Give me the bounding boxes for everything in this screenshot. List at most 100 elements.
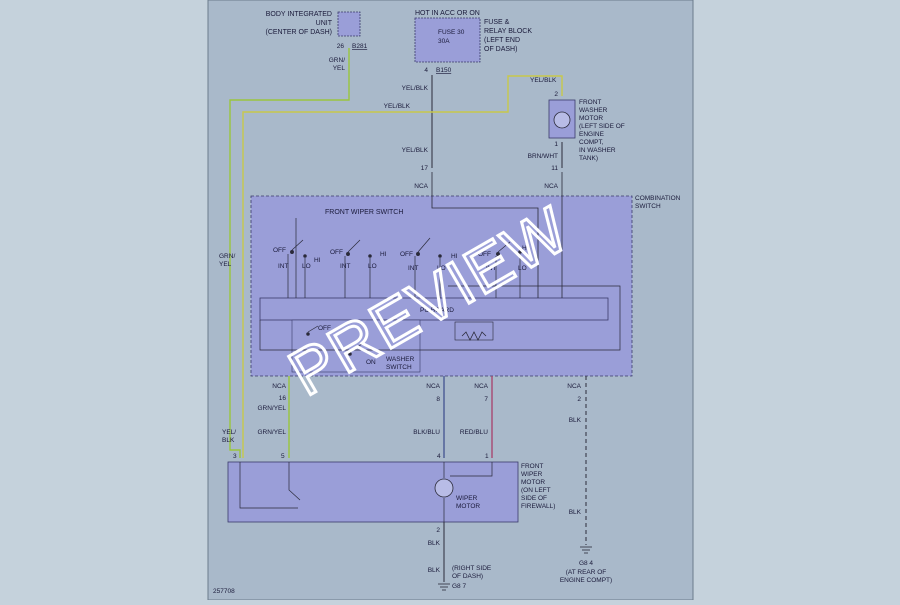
ground-right-desc-2: OF DASH) [452,573,483,580]
wire-grn-yel-2: GRN/YEL [257,429,286,436]
switch-contacts [287,237,522,298]
wiper-motor-internal [239,462,493,522]
connector-b281: B281 [352,43,368,50]
wire-yel-blk-washer [432,75,563,113]
wire-blk-2: BLK [569,509,582,516]
pos-int-1: INT [278,263,289,270]
pos-lo-2: LO [368,263,377,270]
pos-off-3: OFF [400,251,413,258]
wiper-motor-label-5: SIDE OF [521,495,547,502]
pin-3: 3 [233,453,237,460]
pin-5: 5 [281,453,285,460]
washer-label-8: TANK) [579,155,598,162]
pos-off-4: OFF [478,251,491,258]
pin-26: 26 [337,43,345,50]
wiper-motor-label-3: MOTOR [521,479,545,486]
nca-7: NCA [474,383,488,390]
washer-label-7: IN WASHER [579,147,616,154]
wire-yel-blk-1: YEL/BLK [402,85,429,92]
fuse-30-label: FUSE 30 [438,29,465,36]
biu-label-3: (CENTER OF DASH) [266,29,333,36]
washer-label-6: COMPT, [579,139,604,146]
combination-switch-label-2: SWITCH [635,203,661,210]
ground-left-desc-2: ENGINE COMPT) [560,577,612,584]
wiper-motor-label-1: FRONT [521,463,543,470]
fuse-block-label-3: (LEFT END [484,37,520,44]
pos-lo-1: LO [302,263,311,270]
washer-motor-symbol [553,111,571,129]
wiper-motor-label-2: WIPER [521,471,543,478]
pos-lo-4: LO [518,265,527,272]
ground-left-desc-1: (AT REAR OF [566,569,607,576]
washer-label-3: MOTOR [579,115,603,122]
pin-1-washer: 1 [554,141,558,148]
wiper-motor-label-4: (ON LEFT [521,487,551,494]
nca-16: NCA [272,383,286,390]
nca-8: NCA [426,383,440,390]
washer-switch-label-2: SWITCH [386,364,412,371]
wire-grn-slash: GRN/ [329,57,345,64]
biu-label-1: BODY INTEGRATED [266,11,332,18]
wire-yel-blk-3: YEL/BLK [530,77,557,84]
pos-lo-3: LO [437,265,446,272]
pos-hi-3: HI [451,253,458,260]
pin-11: 11 [551,165,558,172]
pos-int-2: INT [340,263,351,270]
pos-off-2: OFF [330,249,343,256]
wire-blk-left: BLK [222,437,235,444]
fuse-relay-block-box [414,17,481,63]
body-integrated-unit-box [337,11,361,37]
fuse-block-label-4: OF DASH) [484,46,517,53]
wire-blk-3: BLK [428,540,441,547]
pin-7: 7 [484,396,488,403]
pin-1-motor: 1 [485,453,489,460]
pin-16: 16 [279,395,287,402]
pos-washer-on: ON [366,359,376,366]
pc-board-label: PC BOARD [420,307,454,314]
pin-2-switch: 2 [577,396,581,403]
wire-grn-slash-left: GRN/ [219,253,235,260]
pos-off-1: OFF [273,247,286,254]
pos-hi-1: HI [314,257,321,264]
fuse-amp-label: 30A [438,38,450,45]
wire-blk-blu: BLK/BLU [413,429,440,436]
front-wiper-motor-box [227,461,519,523]
fuse-hot-label: HOT IN ACC OR ON [415,10,480,17]
pos-int-4: INT [486,265,497,272]
nca-11: NCA [544,183,558,190]
wire-brn-wht: BRN/WHT [528,153,558,160]
wiper-motor-symbol [434,478,454,498]
washer-switch-label-1: WASHER [386,356,415,363]
resistor-box [454,321,494,341]
wiper-motor-inner-1: WIPER [456,495,478,502]
wire-in-17 [431,172,539,298]
biu-label-2: UNIT [316,20,333,27]
pin-2-washer: 2 [554,91,558,98]
pos-int-3: INT [408,265,419,272]
pin-4-motor: 4 [437,453,441,460]
wire-red-blu: RED/BLU [460,429,488,436]
wire-grn-yel-1: GRN/YEL [257,405,286,412]
wire-yel-left: YEL [219,261,232,268]
front-wiper-switch-label: FRONT WIPER SWITCH [325,209,403,216]
washer-label-1: FRONT [579,99,601,106]
pos-hi-2: HI [380,251,387,258]
wire-blk-1: BLK [569,417,582,424]
wiper-motor-inner-2: MOTOR [456,503,480,510]
nca-17: NCA [414,183,428,190]
combination-switch-label-1: COMBINATION [635,195,681,202]
diagram-id: 257708 [213,588,235,595]
switch-right-loop [259,285,621,351]
wire-grn-yel-biu [229,48,350,458]
connector-b150: B150 [436,67,452,74]
wire-yel-blk-4: YEL/BLK [402,147,429,154]
wire-yel-slash-left: YEL/ [222,429,236,436]
washer-label-5: ENGINE [579,131,605,138]
pin-4-fuse: 4 [424,67,428,74]
wire-yel-blk-2: YEL/BLK [384,103,411,110]
washer-switch-contacts [306,325,363,356]
fuse-block-label-1: FUSE & [484,19,510,26]
pos-washer-off: OFF [318,325,331,332]
